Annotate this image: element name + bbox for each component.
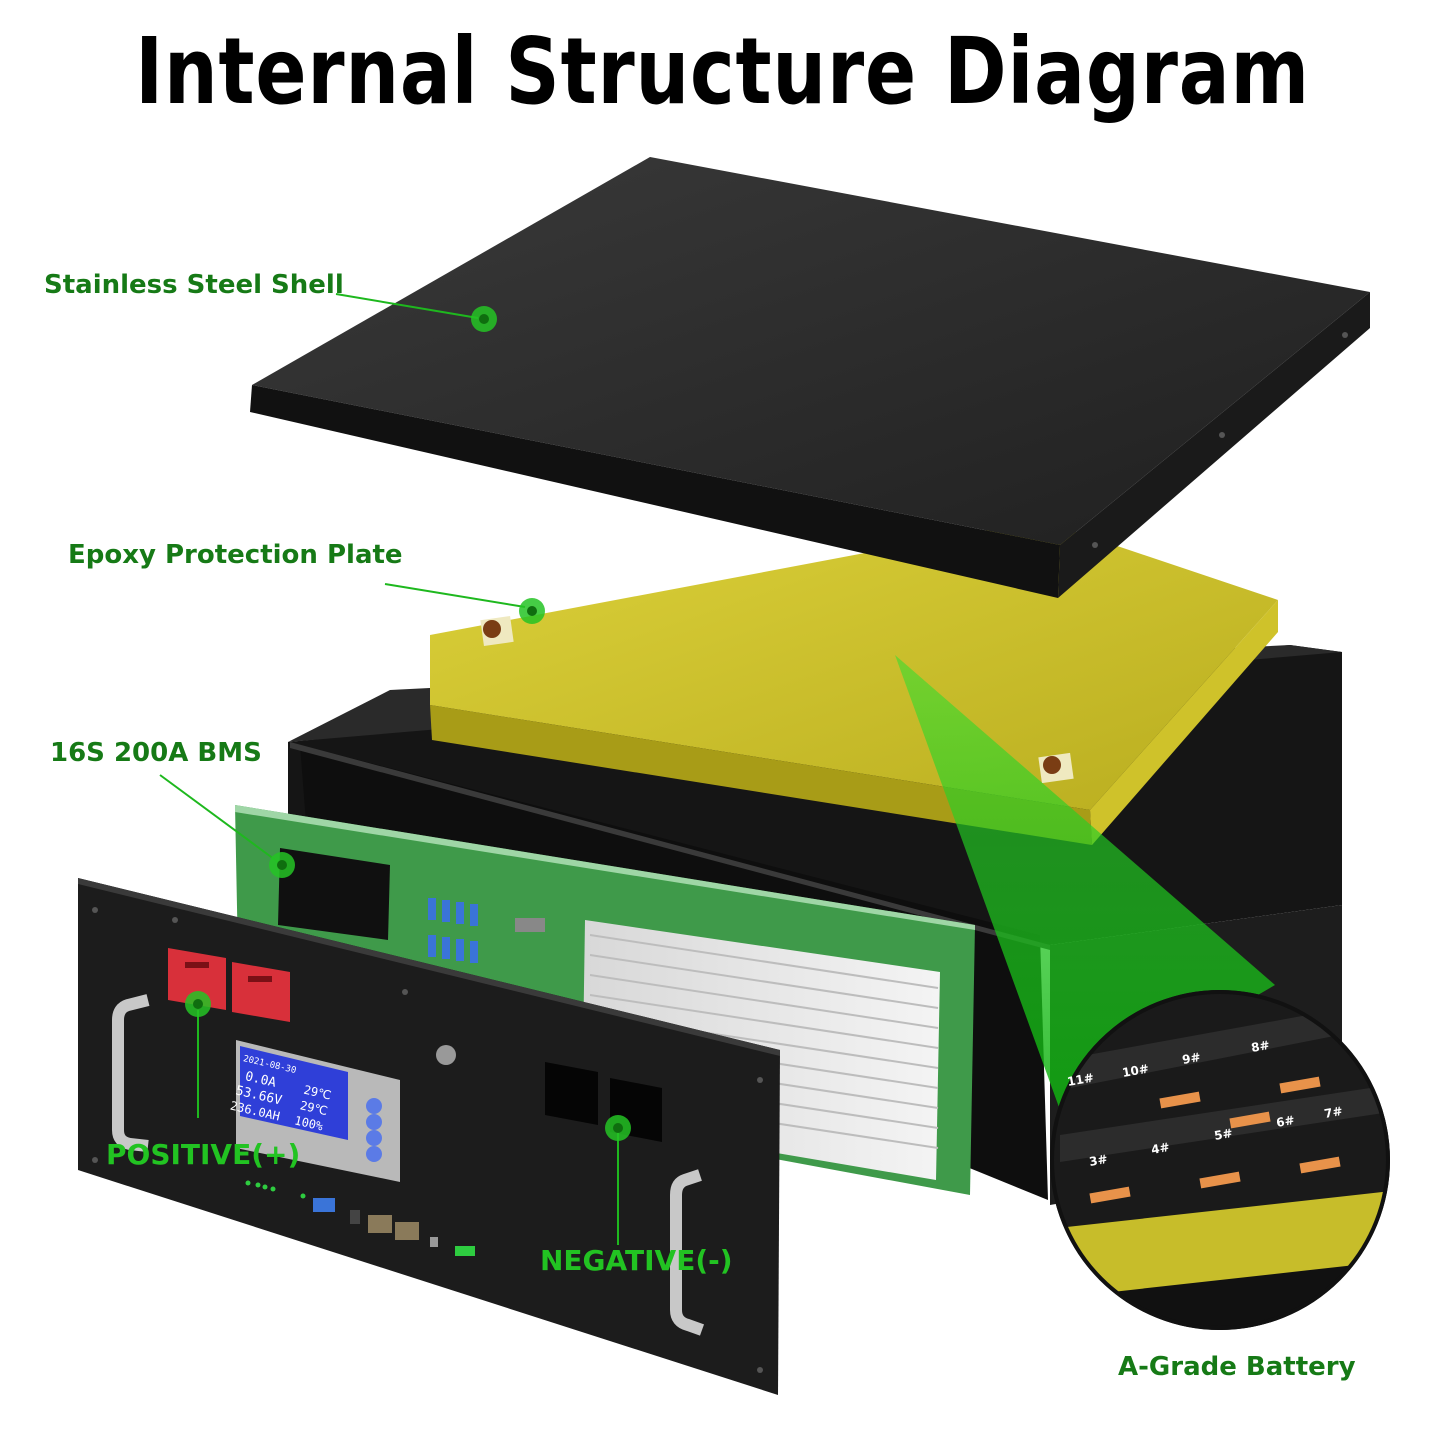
label-positive: POSITIVE(+)	[106, 1138, 301, 1171]
lcd-current: 0.0A	[244, 1069, 278, 1091]
cell-label: 7#	[1323, 1104, 1344, 1121]
label-stainless-steel-shell: Stainless Steel Shell	[44, 270, 344, 300]
label-epoxy-protection-plate: Epoxy Protection Plate	[68, 540, 403, 570]
callout-lines	[159, 293, 619, 1245]
lcd-temp1: 29℃	[302, 1083, 332, 1103]
front-panel	[78, 878, 780, 1395]
cell-label: 5#	[1213, 1126, 1234, 1143]
lcd-temp2: 29℃	[299, 1098, 329, 1118]
callout-dots	[185, 306, 631, 1141]
cell-label: 6#	[1275, 1113, 1296, 1130]
label-a-grade-battery: A-Grade Battery	[1118, 1352, 1356, 1382]
label-bms: 16S 200A BMS	[50, 738, 262, 768]
label-negative: NEGATIVE(-)	[540, 1244, 733, 1277]
cell-label: 10#	[1121, 1062, 1150, 1080]
cell-label: 3#	[1088, 1152, 1109, 1169]
cell-label: 9#	[1181, 1050, 1202, 1067]
cell-label: 11#	[1066, 1071, 1095, 1089]
cell-label: 4#	[1150, 1140, 1171, 1157]
lcd-soc: 100%	[293, 1113, 325, 1133]
cell-label: 8#	[1250, 1038, 1271, 1055]
epoxy-plate	[430, 520, 1278, 845]
page-title: Internal Structure Diagram	[135, 18, 1310, 125]
lid	[250, 157, 1370, 598]
